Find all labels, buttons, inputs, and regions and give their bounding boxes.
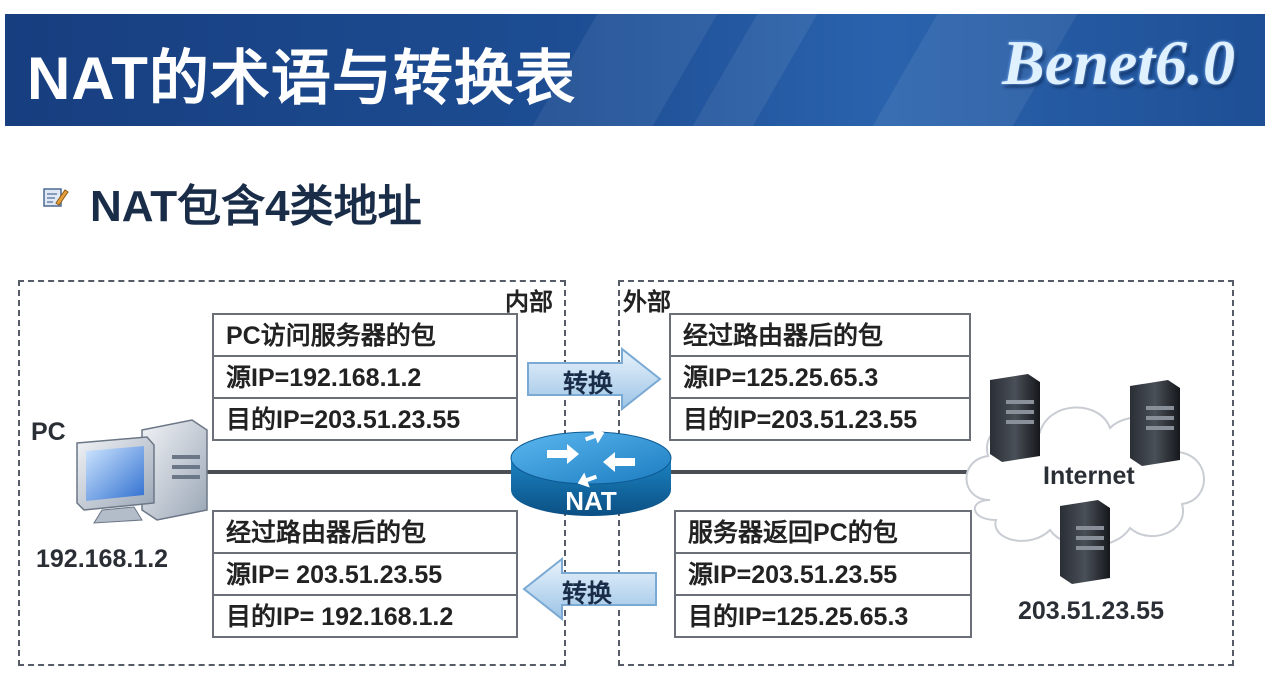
packet-dest-ip: 目的IP=125.25.65.3 <box>688 603 909 631</box>
packet-dest-ip: 目的IP= 192.168.1.2 <box>226 603 454 631</box>
pc-ip: 192.168.1.2 <box>36 545 169 573</box>
packet-dest-ip: 目的IP=203.51.23.55 <box>226 406 461 434</box>
return-convert-arrow <box>522 557 657 621</box>
return-convert-label: 转换 <box>562 580 613 608</box>
packet-source-ip: 源IP= 203.51.23.55 <box>214 554 516 596</box>
packet-title: 经过路由器后的包 <box>671 315 969 357</box>
inside-zone-label: 内部 <box>505 289 553 316</box>
page-title: NAT的术语与转换表 <box>27 45 576 112</box>
packet-source-ip: 源IP=192.168.1.2 <box>214 357 516 399</box>
header-banner: NAT的术语与转换表 Benet6.0 <box>5 14 1265 126</box>
packet-dest-ip: 目的IP=203.51.23.55 <box>683 406 918 434</box>
packet-title: PC访问服务器的包 <box>214 315 516 357</box>
packet-source-ip: 源IP=125.25.65.3 <box>671 357 969 399</box>
server-icon <box>1060 500 1110 584</box>
server-icon <box>990 374 1040 462</box>
packet-pc-to-server: PC访问服务器的包 源IP=192.168.1.2 目的IP=203.51.23… <box>212 313 518 441</box>
section-subtitle: NAT包含4类地址 <box>90 182 422 231</box>
server-icon <box>1130 380 1180 466</box>
packet-after-router-out: 经过路由器后的包 源IP=125.25.65.3 目的IP=203.51.23.… <box>669 313 971 441</box>
packet-server-return: 服务器返回PC的包 源IP=203.51.23.55 目的IP=125.25.6… <box>674 510 972 638</box>
nat-router-icon: NAT <box>510 428 672 516</box>
packet-title: 经过路由器后的包 <box>214 512 516 554</box>
packet-source-ip: 源IP=203.51.23.55 <box>676 554 970 596</box>
pc-icon <box>76 419 208 524</box>
packet-after-router-in: 经过路由器后的包 源IP= 203.51.23.55 目的IP= 192.168… <box>212 510 518 638</box>
outside-zone-label: 外部 <box>623 289 671 316</box>
packet-title: 服务器返回PC的包 <box>676 512 970 554</box>
edit-note-icon <box>43 188 69 207</box>
brand-logo: Benet6.0 <box>1002 27 1235 98</box>
pc-label: PC <box>31 418 66 446</box>
nat-router-label: NAT <box>565 486 617 516</box>
server-ip: 203.51.23.55 <box>1018 597 1164 625</box>
forward-convert-arrow <box>527 347 662 411</box>
internet-label: Internet <box>1043 462 1135 490</box>
internet-cloud-icon <box>965 374 1205 584</box>
forward-convert-label: 转换 <box>563 370 614 398</box>
